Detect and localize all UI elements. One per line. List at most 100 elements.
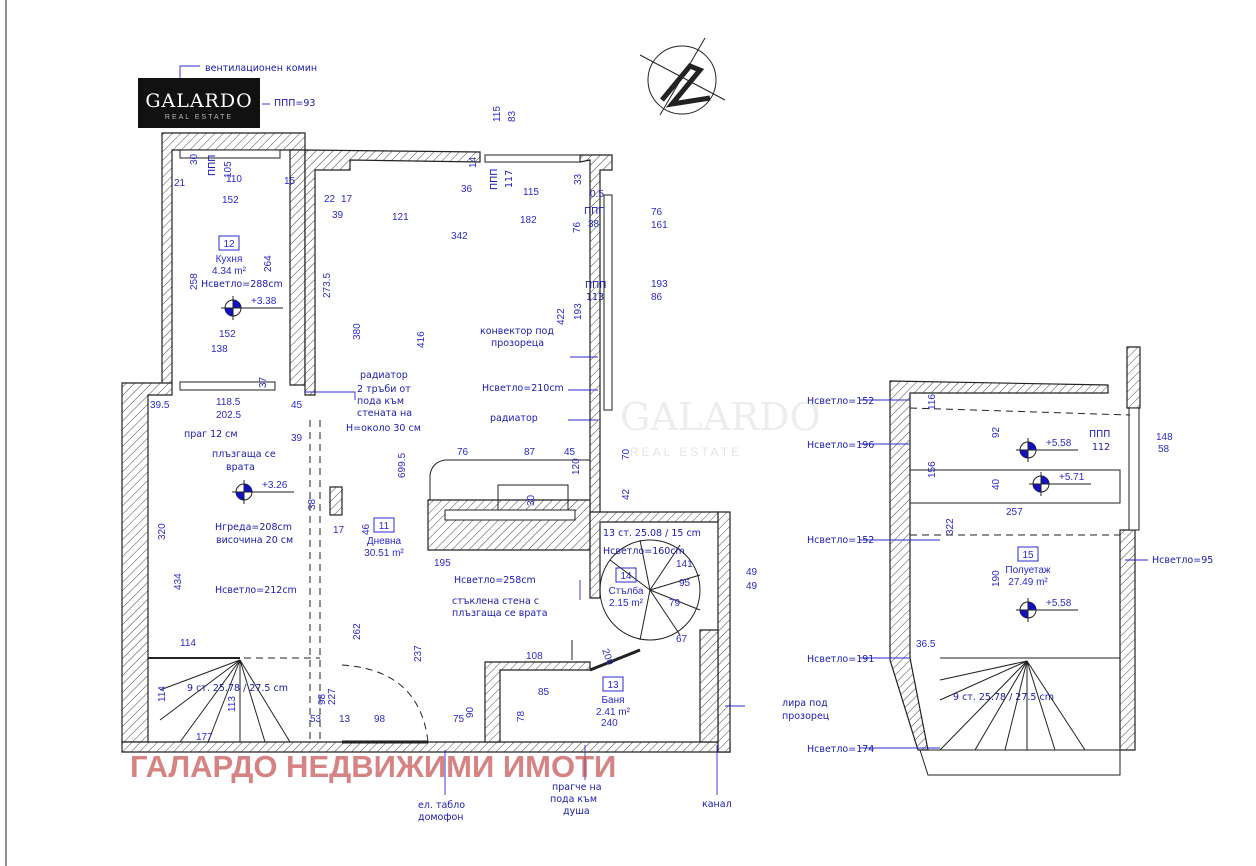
room-area: 2.15 m²	[609, 598, 644, 609]
annotation-label: 112	[1092, 442, 1110, 453]
room-name: Дневна	[367, 536, 402, 547]
dimension-label: 152	[222, 195, 239, 206]
annotation-label: ППП=93	[274, 98, 315, 109]
annotation-label: 117	[504, 170, 515, 188]
room-number: 12	[223, 239, 235, 250]
annotation-label: 113	[586, 292, 604, 303]
room-area: 4.34 m²	[212, 266, 247, 277]
logo-text: GALARDO	[145, 90, 252, 112]
annotation-label: Hсветло=174	[807, 744, 874, 755]
dimension-label: 113	[227, 696, 238, 712]
annotation-label: Hсветло=95	[1152, 555, 1213, 566]
dimension-label: 227	[327, 688, 338, 705]
dimension-label: 0.5	[590, 189, 604, 200]
dimension-label: 76	[572, 221, 583, 233]
room-number: 11	[379, 521, 390, 532]
dimension-label: 78	[516, 710, 527, 722]
leader-line	[179, 65, 200, 78]
dimension-label: 39	[332, 210, 344, 221]
annotation-label: прагче на	[552, 782, 602, 793]
level-value: +5.71	[1059, 472, 1085, 483]
room-area: 2.41 m²	[596, 707, 631, 718]
annotation-label: конвектор под	[480, 326, 554, 337]
dimension-label: 39	[291, 433, 303, 444]
annotation-label: ППП	[585, 280, 606, 291]
annotation-label: Hгреда=208cm	[215, 522, 292, 533]
annotation-label: прозорец	[782, 711, 830, 722]
annotation-label: пода към	[357, 396, 404, 407]
dimension-label: 152	[219, 329, 236, 340]
annotation-label: стената на	[357, 408, 412, 419]
room-name: Баня	[601, 695, 624, 706]
annotation-label: душа	[563, 806, 590, 817]
main-floor-walls	[121, 132, 731, 753]
annotation-label: Hсветло=196	[807, 440, 874, 451]
room-area: 27.49 m²	[1008, 577, 1048, 588]
level-value: +5.58	[1046, 438, 1072, 449]
dimension-label: 75	[453, 714, 465, 725]
annotation-label: Hсветло=258cm	[454, 575, 536, 586]
dimension-label: 17	[333, 525, 345, 536]
dimension-label: 36	[461, 184, 473, 195]
dimension-label: 342	[451, 231, 468, 242]
dimension-label: 85	[538, 687, 550, 698]
annotation-label: канал	[702, 799, 732, 810]
annotation-label: Hсветло=191	[807, 654, 874, 665]
dimension-label: 45	[291, 400, 303, 411]
room-area: 30.51 m²	[364, 548, 404, 559]
dimension-label: 177	[196, 732, 213, 743]
dimension-label: 114	[180, 638, 196, 649]
dimension-label: 237	[413, 645, 424, 662]
annotation-label: ППП	[1089, 429, 1110, 440]
level-marker-icon: +5.58	[1016, 598, 1078, 622]
dimension-label: 105	[223, 161, 234, 178]
annotation-label: прозореца	[491, 338, 544, 349]
annotation-label: праг 12 см	[184, 429, 238, 440]
annotation-label: ел. табло	[418, 800, 465, 811]
dimension-label: 67	[676, 634, 688, 645]
faint-watermark: GALARDO	[620, 395, 821, 439]
dimension-label: 121	[392, 212, 409, 223]
level-marker-icon: +3.38	[221, 296, 283, 320]
dimension-label: 138	[211, 344, 228, 355]
level-value: +3.38	[251, 296, 277, 307]
level-value: +5.58	[1046, 598, 1072, 609]
dimension-label: 79	[669, 598, 681, 609]
dimension-label: 42	[621, 488, 632, 500]
dimension-label: 30	[189, 153, 200, 165]
dimension-label: 156	[927, 461, 938, 478]
dimension-label: 70	[621, 448, 632, 460]
dimension-label: 322	[945, 518, 956, 535]
annotation-label: Hсветло=152	[807, 535, 874, 546]
dimension-label: 115	[523, 187, 539, 198]
annotation-label: вентилационен комин	[205, 63, 317, 74]
annotation-label: 9 ст. 25.78 / 27.5 cm	[953, 692, 1054, 703]
annotation-label: домофон	[418, 812, 464, 823]
dimension-label: 49	[746, 581, 758, 592]
room-number: 13	[607, 680, 619, 691]
level-markers: +3.38+3.26+5.58+5.71+5.58	[221, 296, 1091, 622]
dimension-label: 114	[157, 686, 168, 702]
dimension-label: 58	[1158, 444, 1170, 455]
dimension-label: 434	[173, 573, 184, 590]
dimension-label: 92	[991, 426, 1002, 438]
dimension-label: 257	[1006, 507, 1023, 518]
leader-line	[305, 391, 356, 400]
level-marker-icon: +5.71	[1029, 472, 1091, 496]
annotation-label: Hсветло=210cm	[482, 383, 564, 394]
dimension-label: 21	[174, 178, 186, 189]
annotation-label: 9 ст. 25.78 / 27.5 cm	[187, 683, 288, 694]
room-number: 15	[1022, 550, 1034, 561]
dimension-label: 193	[651, 279, 668, 290]
galardo-logo: GALARDO REAL ESTATE	[138, 78, 260, 128]
dimension-label: 118.5	[216, 397, 241, 408]
dimension-label: 182	[520, 215, 537, 226]
annotation-label: Hсветло=160cm	[603, 546, 685, 557]
dimension-label: 86	[651, 292, 663, 303]
dimension-label: 264	[263, 255, 274, 272]
